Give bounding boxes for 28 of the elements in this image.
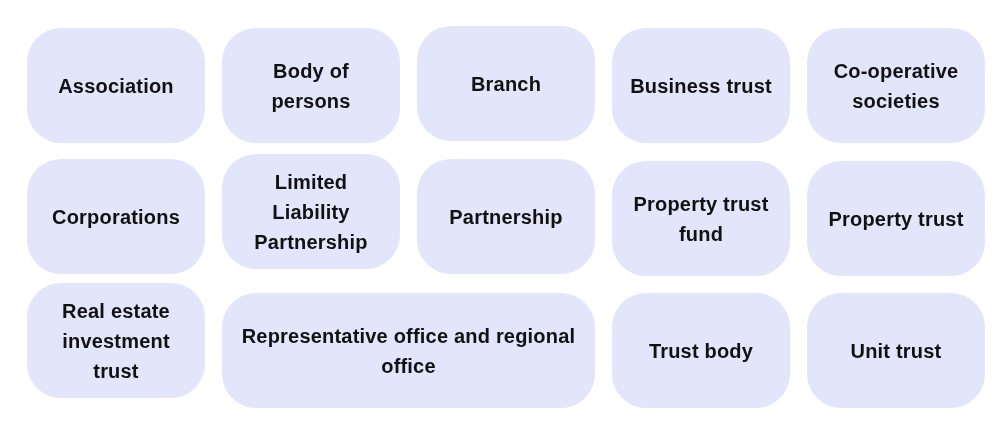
category-card <box>612 28 790 143</box>
category-card <box>807 293 985 408</box>
category-card <box>612 293 790 408</box>
category-card <box>417 26 595 141</box>
category-card <box>27 28 205 143</box>
category-label: Partnership <box>449 204 563 230</box>
category-card <box>27 159 205 274</box>
category-card <box>222 293 595 408</box>
category-label: Representative office and regional office <box>240 323 577 379</box>
category-label: Co-operative societies <box>832 58 960 114</box>
category-label: Business trust <box>630 73 772 99</box>
category-card <box>807 28 985 143</box>
category-card <box>222 28 400 143</box>
category-label: Body of persons <box>270 58 352 114</box>
category-label: Trust body <box>648 338 754 364</box>
category-card <box>417 159 595 274</box>
category-label: Real estate investment trust <box>61 298 171 384</box>
category-card <box>807 161 985 276</box>
category-card <box>612 161 790 276</box>
category-card <box>27 283 205 398</box>
category-label: Corporations <box>52 204 180 230</box>
category-label: Limited Liability Partnership <box>253 169 369 255</box>
category-label: Property trust fund <box>632 191 770 247</box>
category-label: Branch <box>470 71 542 97</box>
category-label: Association <box>58 73 174 99</box>
category-label: Property trust <box>828 206 964 232</box>
category-card <box>222 154 400 269</box>
category-label: Unit trust <box>850 338 942 364</box>
